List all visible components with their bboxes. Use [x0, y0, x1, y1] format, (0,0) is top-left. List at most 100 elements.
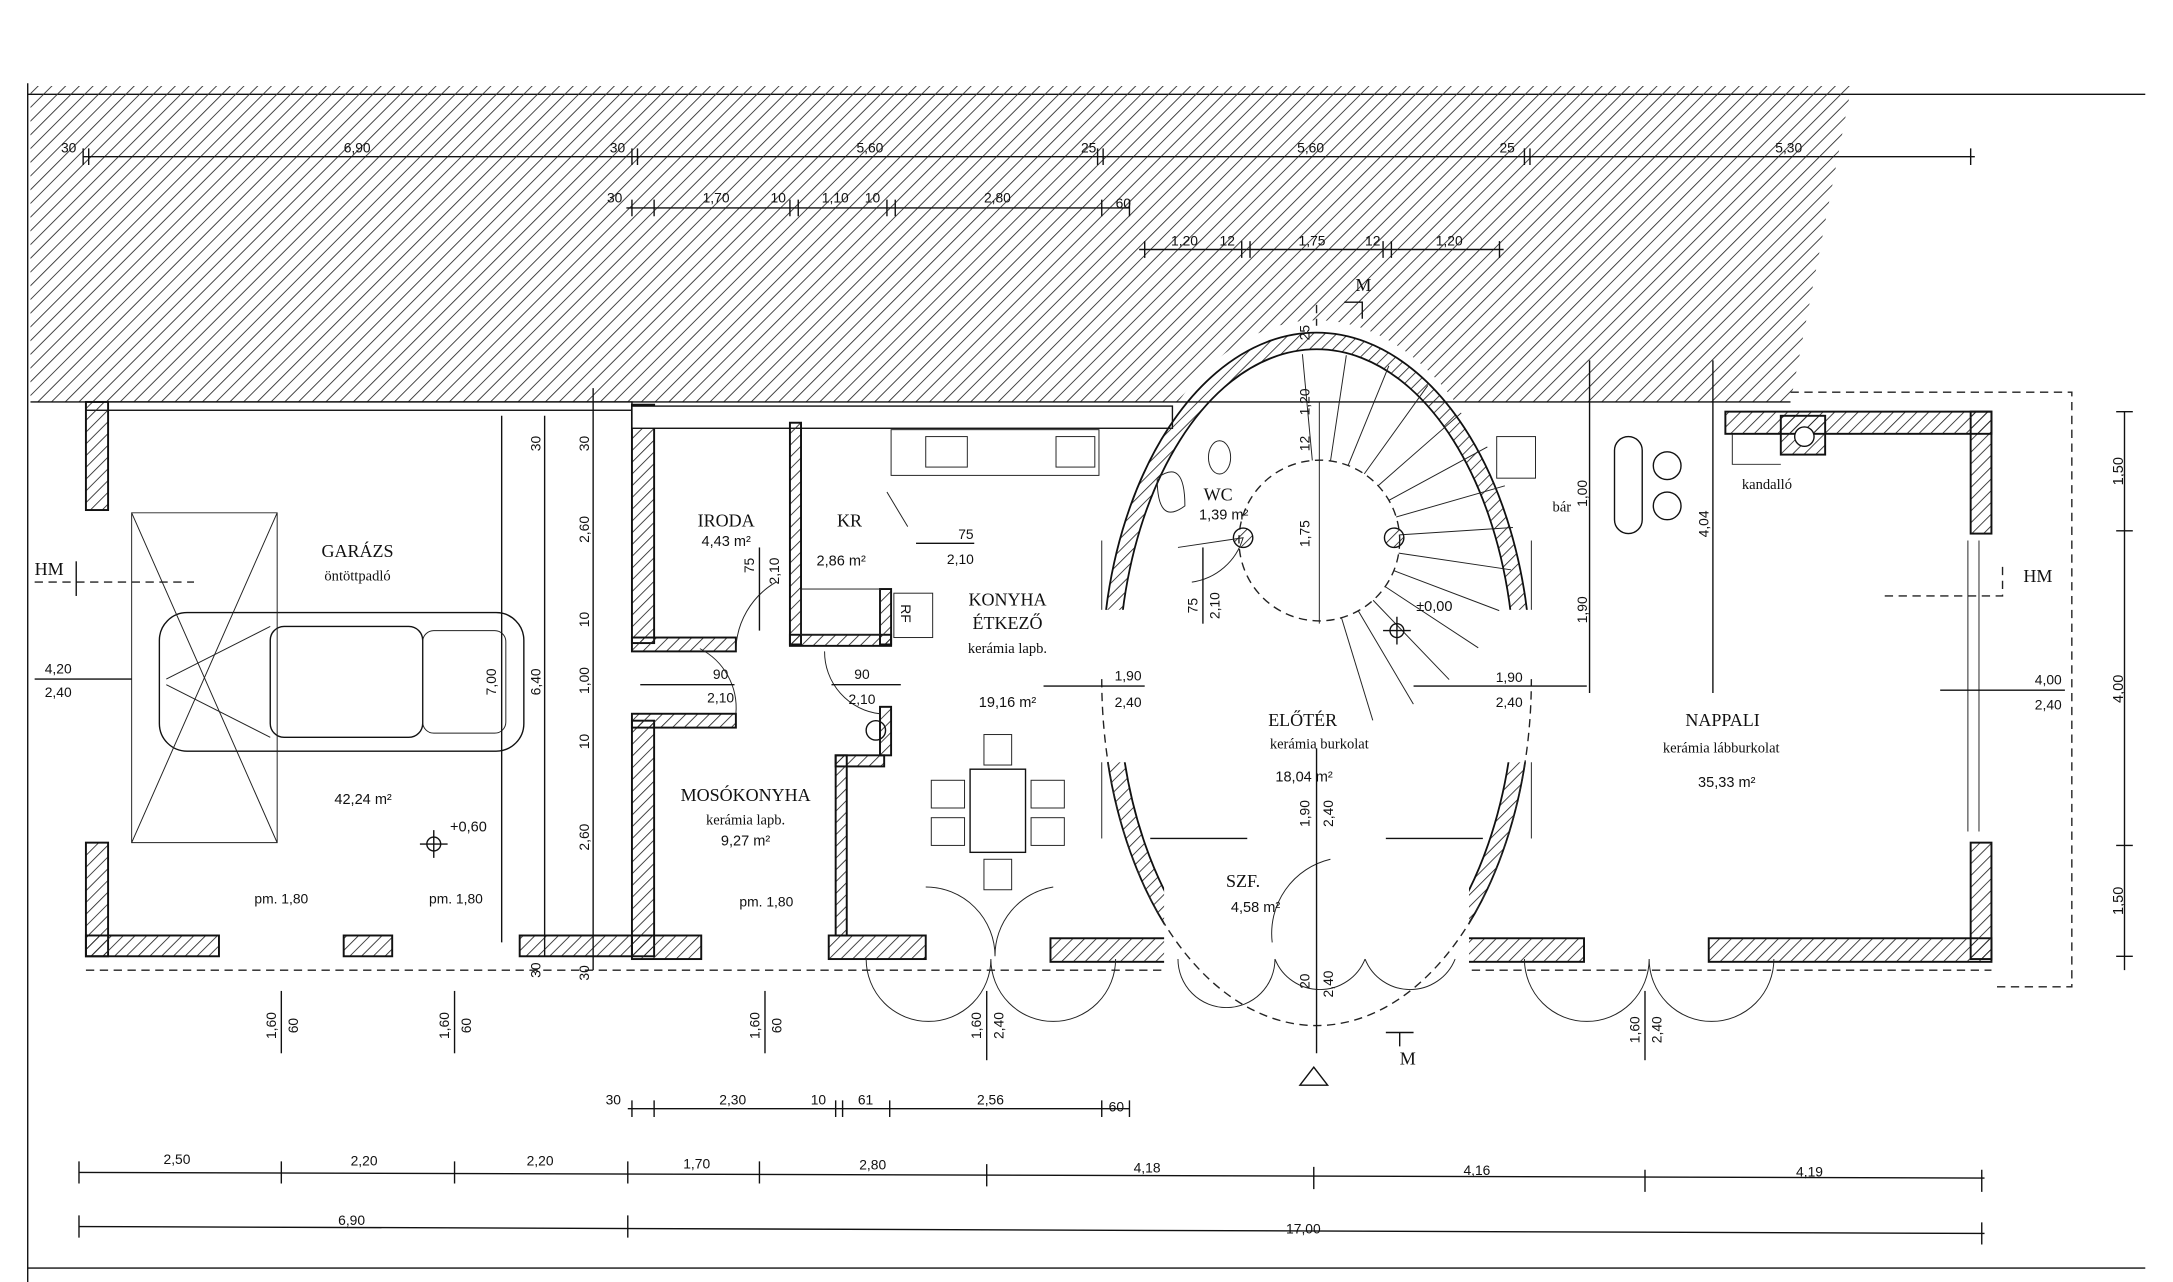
dim-label: 2,80	[984, 189, 1011, 205]
window-label: pm. 1,80	[254, 891, 308, 907]
opening-height: 2,10	[707, 690, 734, 706]
opening-width: 1,90	[1297, 800, 1313, 827]
dim-label: 25	[1499, 139, 1515, 155]
dim-label: 60	[1109, 1098, 1125, 1114]
parapet-height: 60	[285, 1018, 301, 1034]
dim-label: 1,10	[822, 189, 849, 205]
stair-tread	[1384, 586, 1479, 649]
window-label: pm. 1,80	[739, 893, 793, 909]
opening-height: 2,10	[766, 557, 782, 584]
opening-width: 75	[741, 557, 757, 573]
room-finish-hall: kerámia burkolat	[1270, 736, 1369, 752]
sill-height: 1,60	[746, 1012, 762, 1039]
living-dim: 4,04	[1696, 510, 1712, 537]
stair-tread	[1363, 385, 1429, 475]
room-name-dining: ÉTKEZŐ	[973, 612, 1043, 633]
stair-tread	[1388, 446, 1488, 501]
dim-label: 6,90	[338, 1212, 365, 1228]
dim-label: 10	[865, 189, 881, 205]
dim-label: 2,30	[719, 1092, 746, 1108]
room-name-laundry: MOSÓKONYHA	[681, 784, 811, 805]
room-finish-laundry: kerámia lapb.	[706, 813, 785, 829]
dim-label: 2,20	[527, 1153, 554, 1169]
room-area-wc: 1,39 m²	[1199, 508, 1248, 524]
walls	[84, 400, 1993, 963]
opening-width: 4,00	[2035, 672, 2062, 688]
window-height-5: 1,60 2,40	[1626, 990, 1665, 1061]
room-name-pantry: KR	[837, 511, 862, 531]
opening-width: 90	[713, 666, 729, 682]
dim-label: 10	[811, 1092, 827, 1108]
opening-height: 2,10	[849, 691, 876, 707]
level-hall: ±0,00	[1416, 599, 1452, 615]
dim-label: 30	[606, 1092, 622, 1108]
room-name-kitchen: KONYHA	[969, 590, 1047, 610]
dim-label: 1,20	[1436, 232, 1463, 248]
window-height-3: 1,60 60	[746, 990, 785, 1054]
section-mark-m-top: M	[1355, 275, 1371, 295]
room-area-kitchen: 19,16 m²	[979, 695, 1037, 711]
stair-tread	[1377, 412, 1462, 487]
dim-label: 61	[858, 1092, 874, 1108]
level-marker-garage	[419, 830, 448, 858]
stair-tread	[1372, 599, 1450, 680]
opening-height: 2,40	[1320, 970, 1336, 997]
parapet-height: 60	[769, 1018, 785, 1034]
level-garage: +0,60	[450, 820, 487, 836]
room-area-closet: 4,58 m²	[1231, 900, 1280, 916]
opening-labels: 4,20 2,40 75 2,10 90 2,10 90 2,10 1,90 2…	[34, 526, 2065, 909]
sill-height: 1,60	[436, 1012, 452, 1039]
room-name-hall: ELŐTÉR	[1268, 709, 1337, 730]
room-name-wc: WC	[1204, 484, 1233, 504]
room-finish-kitchen: kerámia lapb.	[968, 641, 1047, 657]
sill-height: 1,60	[1626, 1016, 1642, 1043]
opening-height: 2,40	[1115, 694, 1142, 710]
top-dimensions: 30 6,90 30 5,60 25 5,60 25 5,30 30 1,70 …	[61, 139, 1975, 258]
section-mark-m-bottom: M	[1400, 1048, 1416, 1068]
dim-label: 2,80	[859, 1157, 886, 1173]
room-name-closet: SZF.	[1226, 871, 1260, 891]
stair-tread	[1399, 526, 1513, 536]
room-name-garage: GARÁZS	[322, 540, 394, 561]
stair-tread	[1301, 354, 1313, 461]
stair-dim: 12	[1297, 436, 1313, 451]
dim-label: 1,70	[683, 1155, 710, 1171]
room-finish-garage: öntöttpadló	[324, 569, 390, 585]
stair-tread	[1396, 485, 1505, 518]
garage-dim: 30	[576, 436, 592, 452]
dim-label: 25	[1081, 139, 1097, 155]
dim-label: 1,75	[1299, 232, 1326, 248]
window-label: pm. 1,80	[429, 891, 483, 907]
window-height-4: 1,60 2,40	[968, 990, 1006, 1061]
living-furniture	[1156, 414, 1827, 535]
level-marker-hall	[1383, 616, 1411, 645]
opening-width: 75	[958, 526, 974, 542]
room-area-living: 35,33 m²	[1698, 775, 1756, 791]
garage-dim: 30	[576, 965, 592, 981]
section-mark-hm-left: HM	[35, 559, 64, 579]
stair-tread	[1330, 355, 1347, 462]
living-dim: 1,90	[1574, 596, 1590, 623]
parapet-height: 60	[458, 1018, 474, 1034]
parapet-height: 2,40	[990, 1012, 1006, 1039]
stair-dim: 25	[1297, 325, 1313, 341]
room-area-pantry: 2,86 m²	[817, 553, 866, 569]
garage-dim: 2,60	[576, 516, 592, 543]
dim-label: 17,00	[1286, 1220, 1321, 1236]
opening-height: 2,40	[2035, 697, 2062, 713]
room-name-living: NAPPALI	[1685, 710, 1759, 730]
opening-width: 4,20	[45, 661, 72, 677]
room-area-garage: 42,24 m²	[334, 792, 392, 808]
room-area-office: 4,43 m²	[702, 534, 751, 550]
dim-label: 4,16	[1463, 1162, 1490, 1178]
dim-label: 12	[1365, 232, 1380, 248]
stair-dim: 1,75	[1297, 520, 1313, 547]
dim-label: 5,30	[1775, 139, 1802, 155]
dim-label: 1,20	[1171, 232, 1198, 248]
garage-dim: 10	[576, 733, 592, 749]
room-area-hall: 18,04 m²	[1275, 770, 1333, 786]
sill-height: 1,60	[263, 1012, 279, 1039]
terrace-outline	[1790, 391, 2073, 988]
opening-width: 20	[1297, 973, 1313, 989]
stair-tread	[1341, 617, 1374, 721]
